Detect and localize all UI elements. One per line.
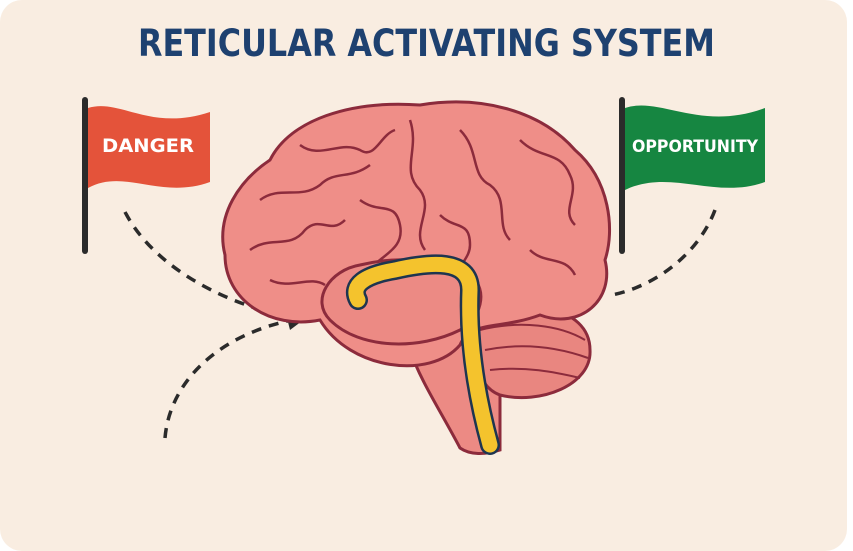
page-title: RETICULAR ACTIVATING SYSTEM: [137, 22, 715, 65]
dashed-arrows: [123, 209, 717, 439]
flag-cloth: [625, 105, 765, 190]
brain-folds: [249, 119, 577, 287]
flag-cloth: [88, 106, 210, 188]
arrow-from-below: [163, 318, 293, 439]
opportunity-label: OPPORTUNITY: [632, 137, 759, 157]
danger-flag: DANGER: [82, 97, 210, 254]
flag-pole: [82, 97, 88, 254]
danger-label: DANGER: [102, 135, 194, 157]
cerebellum-folds: [479, 323, 589, 379]
flag-pole: [619, 97, 625, 254]
brain: [221, 100, 611, 455]
arrow-from-danger: [123, 211, 293, 320]
arrow-from-opportunity: [611, 209, 717, 297]
opportunity-flag: OPPORTUNITY: [619, 97, 765, 254]
reticular-activating-system-pathway: [348, 256, 498, 453]
